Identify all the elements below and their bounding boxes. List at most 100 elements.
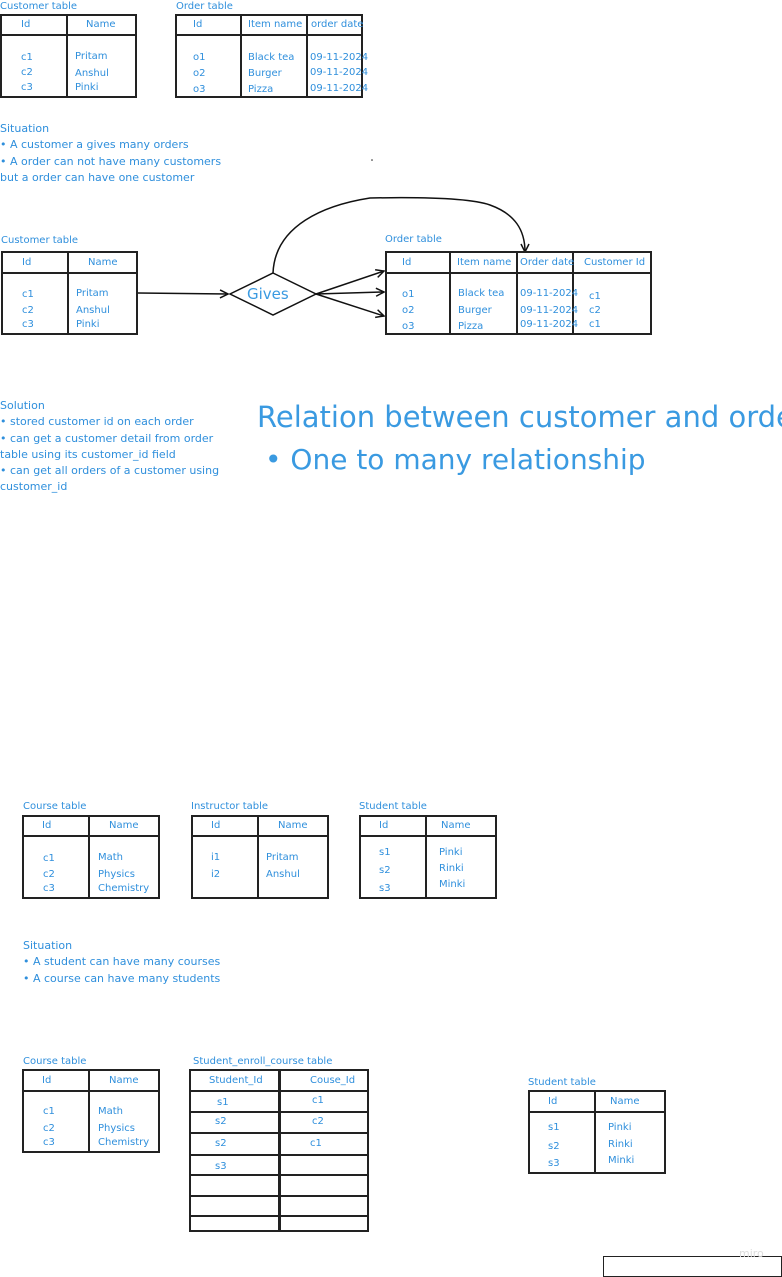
solution-line: • can get all orders of a customer using — [0, 464, 220, 478]
situation-line: • A student can have many courses — [23, 955, 221, 969]
cell-course-id: c1 — [312, 1095, 324, 1106]
cell-name: Chemistry — [98, 883, 150, 894]
cell-course-id: c2 — [312, 1116, 324, 1127]
header-course-id: Couse_Id — [310, 1075, 356, 1086]
solution-title: Solution — [0, 399, 45, 412]
header-name: Name — [441, 820, 471, 831]
cell-date: 09-11-2024 — [310, 67, 369, 78]
cell-name: Anshul — [266, 869, 300, 880]
cell-id: s2 — [548, 1141, 560, 1152]
cell-id: s1 — [548, 1122, 560, 1133]
cell-name: Physics — [98, 1123, 135, 1134]
header-id: Id — [21, 19, 31, 30]
cell-name: Physics — [98, 869, 135, 880]
course-table-2[interactable]: Id Name c1 c2 c3 Math Physics Chemistry — [22, 1069, 160, 1153]
cell-name: Pinki — [439, 847, 463, 858]
cell-id: c2 — [22, 305, 34, 316]
customer-table[interactable]: Id Name c1 c2 c3 Pritam Anshul Pinki — [0, 14, 137, 98]
situation-note-1: Situation • A customer a gives many orde… — [0, 121, 221, 186]
cell-name: Pritam — [76, 288, 109, 299]
course-table[interactable]: Id Name c1 c2 c3 Math Physics Chemistry — [22, 815, 160, 899]
rel-customer-table-caption: Customer table — [1, 235, 79, 246]
cell-id: c3 — [22, 319, 34, 330]
enroll-table-caption: Student_enroll_course table — [193, 1056, 333, 1067]
cell-id: c1 — [22, 289, 34, 300]
rel-customer-table[interactable]: Id Name c1 c2 c3 Pritam Anshul Pinki — [1, 251, 138, 335]
cell-item: Pizza — [458, 321, 484, 332]
situation-title: Situation — [23, 939, 73, 952]
cell-date: 09-11-2024 — [520, 305, 579, 316]
solution-line: • can get a customer detail from order — [0, 431, 214, 445]
cell-id: c2 — [43, 869, 55, 880]
solution-line: • stored customer id on each order — [0, 415, 194, 429]
cell-id: s2 — [379, 865, 391, 876]
course-table-2-caption: Course table — [23, 1056, 87, 1067]
cell-id: c2 — [43, 1123, 55, 1134]
header-student-id: Student_Id — [209, 1075, 263, 1086]
header-item-name: Item name — [248, 19, 303, 30]
cell-name: Pinki — [76, 319, 100, 330]
rel-order-table-caption: Order table — [385, 234, 442, 245]
cell-name: Pritam — [75, 51, 108, 62]
cell-id: c3 — [21, 82, 33, 93]
cell-name: Anshul — [76, 305, 110, 316]
cell-id: o3 — [193, 84, 206, 95]
cell-id: i1 — [211, 852, 221, 863]
customer-to-gives-line — [137, 293, 228, 294]
cell-student-id: s2 — [215, 1116, 227, 1127]
cell-id: o1 — [193, 52, 206, 63]
student-table-2[interactable]: Id Name s1 s2 s3 Pinki Rinki Minki — [528, 1090, 666, 1174]
instructor-table[interactable]: Id Name i1 i2 Pritam Anshul — [191, 815, 329, 899]
rel-order-table[interactable]: Id Item name Order date Customer Id o1 o… — [385, 251, 652, 335]
cell-item: Pizza — [248, 84, 274, 95]
cell-name: Rinki — [608, 1139, 633, 1150]
cell-customer-id: c1 — [589, 291, 601, 302]
cell-name: Minki — [608, 1155, 635, 1166]
solution-line: customer_id — [0, 480, 68, 494]
cell-date: 09-11-2024 — [310, 83, 369, 94]
enroll-table[interactable]: Student_Id Couse_Id s1 s2 s2 s3 c1 c2 c1 — [189, 1069, 369, 1232]
cell-date: 09-11-2024 — [520, 319, 579, 330]
gives-to-order-line-1 — [315, 271, 384, 295]
cell-student-id: s3 — [215, 1161, 227, 1172]
order-table[interactable]: Id Item name order date o1 o2 o3 Black t… — [175, 14, 368, 98]
situation-title: Situation — [0, 122, 50, 135]
cell-item: Burger — [248, 68, 282, 79]
student-table[interactable]: Id Name s1 s2 s3 Pinki Rinki Minki — [359, 815, 497, 899]
watermark: miro — [739, 1247, 764, 1260]
situation-note-2: Situation • A student can have many cour… — [23, 938, 220, 987]
header-customer-id: Customer Id — [584, 257, 646, 268]
header-order-date: Order date — [520, 257, 575, 268]
cell-student-id: s2 — [215, 1138, 227, 1149]
cell-item: Black tea — [458, 288, 505, 299]
situation-line: • A course can have many students — [23, 971, 221, 985]
cell-date: 09-11-2024 — [520, 288, 579, 299]
cell-date: 09-11-2024 — [310, 52, 369, 63]
cell-id: s1 — [379, 847, 391, 858]
header-item-name: Item name — [457, 257, 512, 268]
cell-name: Pinki — [75, 82, 99, 93]
course-table-caption: Course table — [23, 801, 87, 812]
cell-name: Chemistry — [98, 1137, 150, 1148]
gives-to-order-line-3 — [315, 293, 384, 316]
situation-line: • A order can not have many customers — [0, 154, 222, 168]
cell-name: Rinki — [439, 863, 464, 874]
cell-name: Anshul — [75, 68, 109, 79]
cell-id: c1 — [43, 853, 55, 864]
cell-name: Minki — [439, 879, 466, 890]
customer-table-caption: Customer table — [0, 1, 78, 12]
header-id: Id — [193, 19, 203, 30]
cell-id: o2 — [402, 305, 415, 316]
stray-dot — [371, 159, 373, 161]
gives-to-order-date-curve — [272, 196, 525, 274]
cell-id: c1 — [43, 1106, 55, 1117]
relation-bullet: • One to many relationship — [265, 443, 646, 476]
student-table-caption: Student table — [359, 801, 427, 812]
header-name: Name — [278, 820, 308, 831]
cell-id: c1 — [21, 52, 33, 63]
header-id: Id — [548, 1096, 558, 1107]
cell-id: c3 — [43, 883, 55, 894]
cell-name: Math — [98, 1106, 124, 1117]
header-name: Name — [109, 1075, 139, 1086]
cell-item: Black tea — [248, 52, 295, 63]
